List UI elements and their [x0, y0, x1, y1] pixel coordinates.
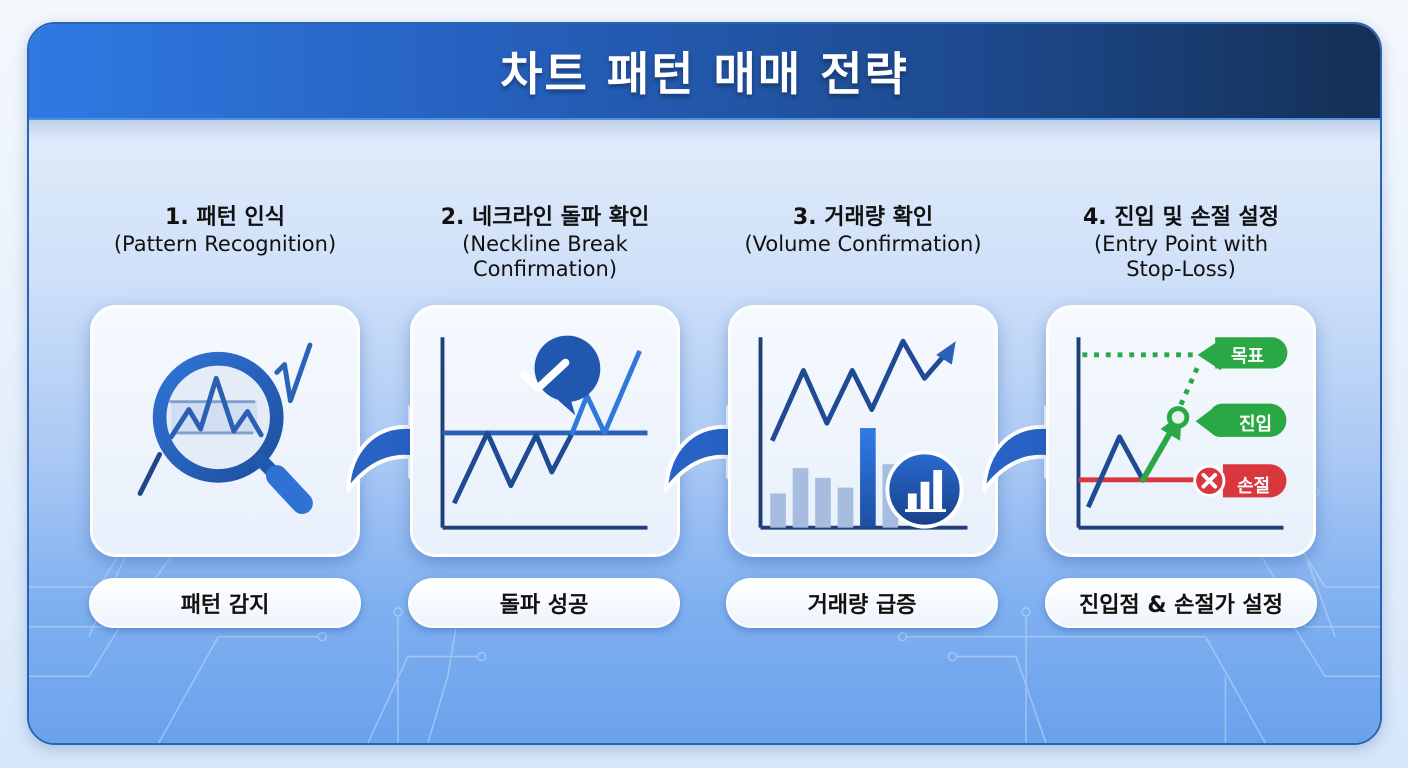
step-3-title: 3. 거래량 확인 (Volume Confirmation)	[718, 205, 1008, 257]
target-label-text: 목표	[1231, 346, 1265, 367]
step-2-title: 2. 네크라인 돌파 확인 (Neckline Break Confirmati…	[395, 205, 695, 282]
step-2-card	[410, 305, 680, 557]
magnifier-pattern-icon	[137, 342, 313, 514]
entry-label-text: 진입	[1239, 414, 1273, 435]
step-4-title-en-line2: Stop-Loss)	[1126, 257, 1236, 281]
step-4-title-ko: 4. 진입 및 손절 설정	[1083, 205, 1279, 230]
volume-spike-chart-icon	[758, 337, 968, 530]
step-4-title-en-line1: (Entry Point with	[1093, 232, 1269, 256]
step-1-title-en: (Pattern Recognition)	[113, 232, 337, 256]
step-3-result-pill: 거래량 급증	[726, 578, 998, 628]
stop-loss-label-text: 손절	[1237, 476, 1271, 497]
stop-loss-label	[1193, 464, 1287, 498]
step-3-card	[728, 305, 998, 557]
step-3-title-en: (Volume Confirmation)	[744, 232, 982, 256]
target-label	[1215, 337, 1288, 369]
step-1-title: 1. 패턴 인식 (Pattern Recognition)	[80, 205, 370, 257]
header-bar: 차트 패턴 매매 전략	[29, 24, 1380, 120]
page-title: 차트 패턴 매매 전략	[500, 47, 909, 101]
step-2-result-pill: 돌파 성공	[408, 578, 680, 628]
step-1-result-pill: 패턴 감지	[89, 578, 361, 628]
step-2-title-en-line1: (Neckline Break	[462, 232, 628, 256]
neckline-breakout-check-icon	[440, 335, 648, 530]
step-1-title-ko: 1. 패턴 인식	[165, 205, 285, 230]
step-4-title: 4. 진입 및 손절 설정 (Entry Point with Stop-Los…	[1036, 205, 1326, 282]
step-2-title-ko: 2. 네크라인 돌파 확인	[440, 205, 650, 230]
entry-stoploss-chart-icon	[1076, 337, 1288, 530]
step-1-card	[90, 305, 360, 557]
step-4-result-pill: 진입점 & 손절가 설정	[1045, 578, 1317, 628]
entry-label	[1195, 403, 1287, 438]
step-3-title-ko: 3. 거래량 확인	[792, 205, 934, 230]
step-2-title-en-line2: Confirmation)	[472, 257, 618, 281]
step-4-card: 목표 진입 손절	[1046, 305, 1316, 557]
close-x-icon	[1201, 472, 1218, 489]
